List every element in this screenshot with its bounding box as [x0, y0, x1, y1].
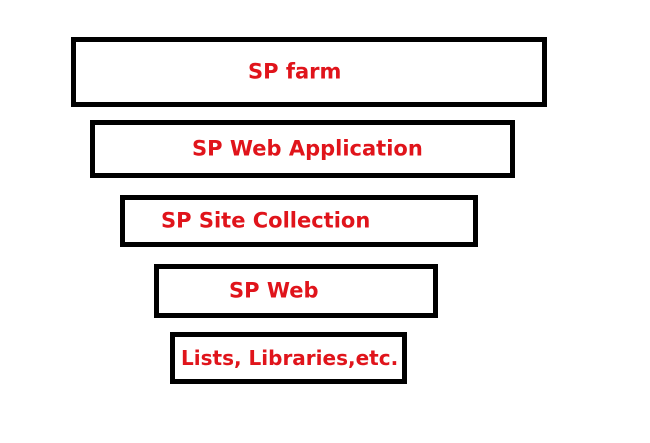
level-box-sp-web: SP Web — [154, 264, 438, 318]
level-label-sp-web: SP Web — [229, 278, 319, 303]
level-label-sp-farm: SP farm — [248, 59, 342, 84]
level-label-sp-site-collection: SP Site Collection — [161, 208, 371, 233]
level-label-sp-web-application: SP Web Application — [192, 136, 423, 161]
level-box-sp-farm: SP farm — [71, 37, 547, 107]
level-label-lists-libraries: Lists, Libraries,etc. — [181, 346, 399, 370]
level-box-sp-site-collection: SP Site Collection — [120, 195, 478, 247]
level-box-lists-libraries: Lists, Libraries,etc. — [170, 332, 407, 384]
level-box-sp-web-application: SP Web Application — [90, 120, 515, 178]
